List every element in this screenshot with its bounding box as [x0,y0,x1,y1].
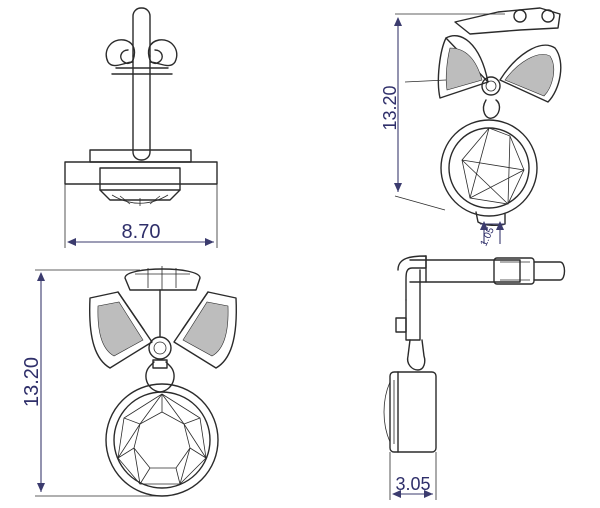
post [132,7,151,161]
side-bezel [389,371,437,453]
height-dimension-label-front: 13.20 [21,357,43,407]
view-bottom-right: 3.05 [383,255,566,500]
bail [482,99,501,119]
center-stone [481,76,501,96]
view-top-right: 13.20 1.05 [380,7,562,248]
front-wing-left [88,291,153,369]
width-dimension-label: 8.70 [122,221,161,243]
view-top-left: 8.70 [64,7,218,248]
height-dimension-label-top: 13.20 [380,85,400,130]
front-wing-right [173,291,238,369]
thickness-dimension-label: 3.05 [395,474,430,494]
clutch-loop-left [105,39,136,67]
bezel-outer [440,119,538,217]
side-post [409,259,521,283]
side-clutch [493,257,535,285]
front-bail [145,361,175,393]
front-crown [124,268,201,291]
wing-right [499,44,562,103]
view-bottom-left: 13.20 [21,266,238,497]
front-center-stone [148,336,172,360]
clutch-loop-right [147,39,178,67]
side-bail [406,339,426,371]
small-dimension-label: 1.05 [479,225,497,248]
wing-left [437,37,489,99]
